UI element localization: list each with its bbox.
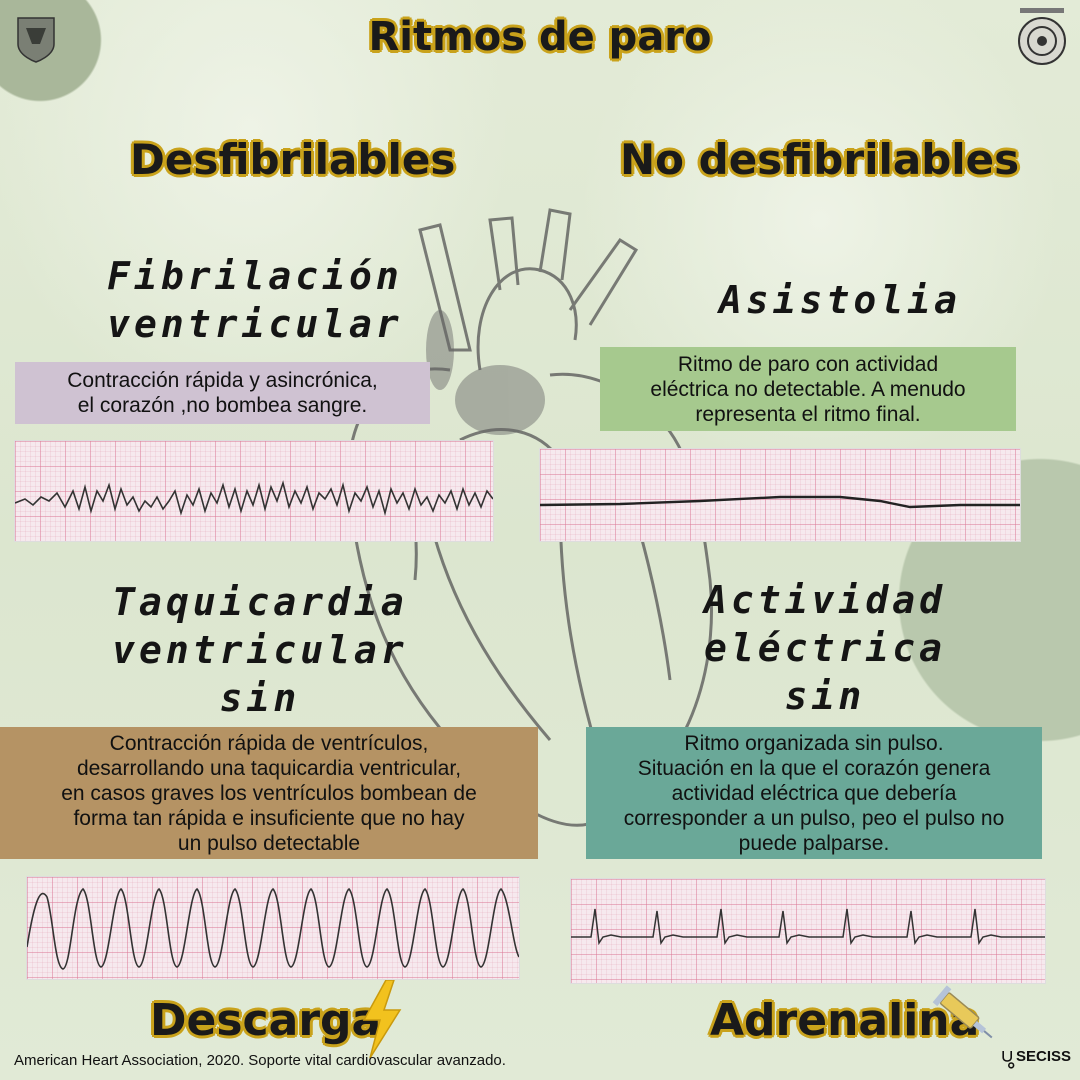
tv-desc-line-3: en casos graves los ventrículos bombean … [61, 781, 477, 805]
aesp-title-line-2: eléctrica sin [704, 626, 946, 718]
asistolia-desc-line-1: Ritmo de paro con actividad [677, 352, 939, 376]
citation-text: American Heart Association, 2020. Soport… [14, 1052, 506, 1069]
faculty-seal-icon [1014, 8, 1070, 66]
column-heading-left: Desfibrilables [130, 135, 456, 184]
syringe-icon [930, 982, 1000, 1048]
fv-ecg-strip [14, 440, 494, 542]
aesp-desc-line-1: Ritmo organizada sin pulso. [684, 731, 944, 755]
tv-title-line-2: ventricular sin [112, 628, 408, 720]
asistolia-desc-line-2: eléctrica no detectable. A menudo [650, 377, 966, 401]
tv-description: Contracción rápida de ventrículos, desar… [0, 727, 538, 859]
tv-desc-line-4: forma tan rápida e insuficiente que no h… [73, 806, 465, 830]
fv-ecg-trace [15, 480, 493, 517]
tv-desc-line-2: desarrollando una taquicardia ventricula… [76, 756, 462, 780]
asistolia-ecg-trace [540, 495, 1020, 509]
tv-desc-line-5: un pulso detectable [177, 831, 361, 855]
stethoscope-icon [1002, 1051, 1015, 1069]
aesp-ecg-strip [570, 878, 1046, 984]
lightning-bolt-icon [360, 979, 404, 1059]
aesp-ecg-trace [571, 908, 1045, 946]
aesp-desc-line-2: Situación en la que el corazón genera [637, 756, 991, 780]
brand-name: SECISS [1016, 1048, 1072, 1065]
tv-desc-line-1: Contracción rápida de ventrículos, [109, 731, 429, 755]
fv-title-line-1: Fibrilación [107, 254, 403, 298]
fv-description: Contracción rápida y asincrónica, el cor… [15, 362, 430, 424]
column-heading-right: No desfibrilables [620, 135, 1020, 184]
asistolia-ecg-strip [539, 448, 1021, 542]
page-title: Ritmos de paro [368, 14, 712, 60]
treatment-right: Adrenalina [710, 995, 980, 1046]
tv-ecg-trace [27, 887, 519, 970]
tv-title-line-1: Taquicardia [112, 580, 408, 624]
aesp-desc-line-4: corresponder a un pulso, peo el pulso no [623, 806, 1005, 830]
unam-shield-icon [14, 14, 58, 64]
fv-desc-line-1: Contracción rápida y asincrónica, [67, 369, 378, 392]
fv-desc-line-2: el corazón ,no bombea sangre. [77, 394, 368, 417]
asistolia-description: Ritmo de paro con actividad eléctrica no… [600, 347, 1016, 431]
seciss-logo: SECISS [1000, 1046, 1076, 1076]
asistolia-desc-line-3: representa el ritmo final. [695, 402, 921, 426]
treatment-left: Descarga [150, 995, 382, 1046]
aesp-desc-line-3: actividad eléctrica que debería [671, 781, 957, 805]
aesp-title-line-1: Actividad [704, 578, 946, 622]
fv-title: Fibrilación ventricular [100, 252, 410, 348]
asistolia-title: Asistolia [719, 278, 961, 322]
tv-ecg-strip [26, 876, 520, 980]
aesp-desc-line-5: puede palparse. [738, 831, 890, 855]
aesp-description: Ritmo organizada sin pulso. Situación en… [586, 727, 1042, 859]
fv-title-line-2: ventricular [107, 302, 403, 346]
